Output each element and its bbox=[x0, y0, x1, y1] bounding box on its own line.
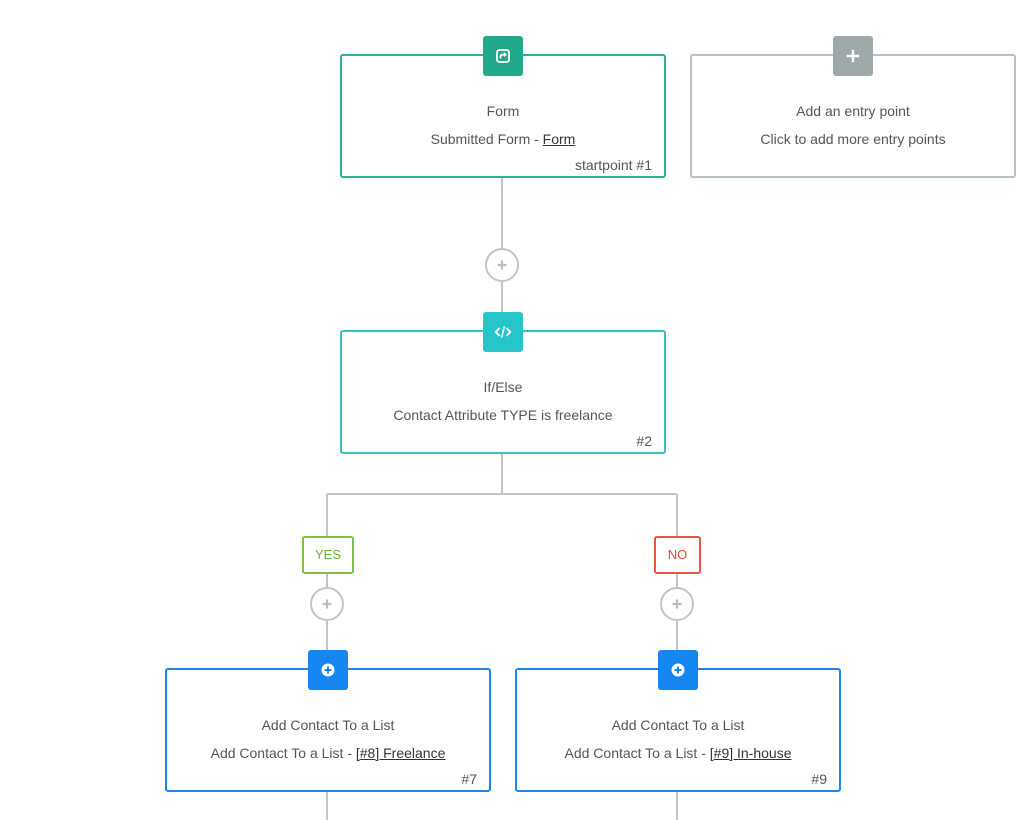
entry-point-title: Add an entry point bbox=[796, 103, 910, 119]
form-redirect-icon bbox=[483, 36, 523, 76]
inhouse-desc-prefix: Add Contact To a List - bbox=[564, 745, 710, 761]
freelance-action-id: #7 bbox=[461, 771, 477, 787]
inhouse-action-title: Add Contact To a List bbox=[611, 717, 745, 733]
add-contact-to-list-freelance-node[interactable]: Add Contact To a List Add Contact To a L… bbox=[165, 650, 491, 792]
code-icon bbox=[483, 312, 523, 352]
freelance-list-link[interactable]: [#8] Freelance bbox=[355, 745, 446, 761]
form-trigger-title: Form bbox=[486, 103, 520, 119]
if-else-condition: Contact Attribute TYPE is freelance bbox=[393, 407, 613, 423]
no-branch-label[interactable]: NO bbox=[654, 536, 701, 574]
plus-circle-icon bbox=[658, 650, 698, 690]
entry-point-description: Click to add more entry points bbox=[760, 131, 946, 147]
add-entry-point-node[interactable]: Add an entry point Click to add more ent… bbox=[690, 36, 1016, 178]
yes-branch-label[interactable]: YES bbox=[302, 536, 354, 574]
inhouse-action-description: Add Contact To a List - [#9] In-house bbox=[517, 745, 839, 761]
if-else-id: #2 bbox=[636, 433, 652, 449]
form-trigger-node[interactable]: Form Submitted Form - Form startpoint #1 bbox=[340, 36, 666, 178]
plus-icon bbox=[833, 36, 873, 76]
form-trigger-desc-prefix: Submitted Form - bbox=[430, 131, 543, 147]
if-else-title: If/Else bbox=[483, 379, 523, 395]
startpoint-id: startpoint #1 bbox=[574, 157, 652, 173]
add-step-button-no[interactable] bbox=[660, 587, 694, 621]
freelance-action-description: Add Contact To a List - [#8] Freelance bbox=[167, 745, 489, 761]
add-step-button-yes[interactable] bbox=[310, 587, 344, 621]
plus-icon bbox=[672, 599, 682, 609]
if-else-node[interactable]: If/Else Contact Attribute TYPE is freela… bbox=[340, 312, 666, 454]
plus-circle-icon bbox=[308, 650, 348, 690]
add-step-button[interactable] bbox=[485, 248, 519, 282]
freelance-desc-prefix: Add Contact To a List - bbox=[210, 745, 356, 761]
inhouse-list-link[interactable]: [#9] In-house bbox=[709, 745, 792, 761]
plus-icon bbox=[322, 599, 332, 609]
plus-icon bbox=[497, 260, 507, 270]
freelance-action-title: Add Contact To a List bbox=[261, 717, 395, 733]
form-link[interactable]: Form bbox=[542, 131, 576, 147]
add-contact-to-list-inhouse-node[interactable]: Add Contact To a List Add Contact To a L… bbox=[515, 650, 841, 792]
inhouse-action-id: #9 bbox=[811, 771, 827, 787]
form-trigger-description: Submitted Form - Form bbox=[342, 131, 664, 147]
